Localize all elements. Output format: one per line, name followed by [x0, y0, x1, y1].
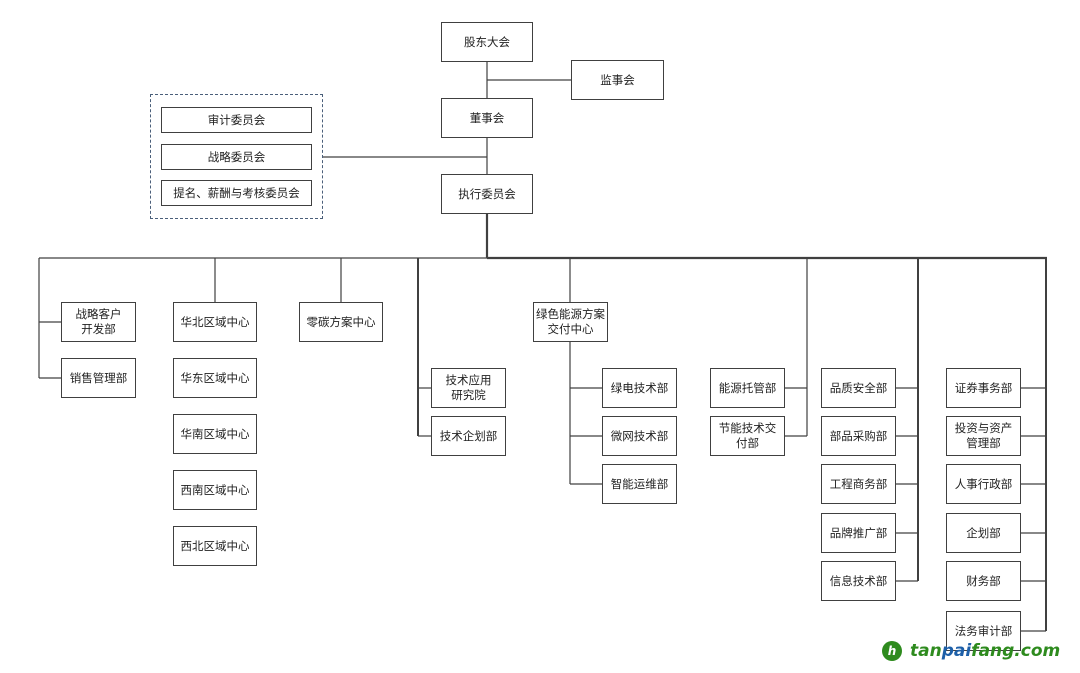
board-committees-group — [150, 94, 323, 219]
node-department: 投资与资产 管理部 — [946, 416, 1021, 456]
node-department: 证券事务部 — [946, 368, 1021, 408]
node-department: 人事行政部 — [946, 464, 1021, 504]
node-department: 法务审计部 — [946, 611, 1021, 651]
node-department: 能源托管部 — [710, 368, 785, 408]
node-center: 绿色能源方案 交付中心 — [533, 302, 608, 342]
node-shareholders-meeting: 股东大会 — [441, 22, 533, 62]
node-department: 工程商务部 — [821, 464, 896, 504]
node-committee: 审计委员会 — [161, 107, 312, 133]
node-department: 智能运维部 — [602, 464, 677, 504]
node-department: 销售管理部 — [61, 358, 136, 398]
node-center: 零碳方案中心 — [299, 302, 383, 342]
node-board-of-directors: 董事会 — [441, 98, 533, 138]
leaf-logo-icon: h — [882, 641, 902, 661]
node-regional-center: 华南区域中心 — [173, 414, 257, 454]
node-board-of-supervisors: 监事会 — [571, 60, 664, 100]
node-department: 绿电技术部 — [602, 368, 677, 408]
node-department: 节能技术交 付部 — [710, 416, 785, 456]
node-department: 部品采购部 — [821, 416, 896, 456]
watermark-text-3: fang.com — [971, 641, 1061, 661]
node-department: 品牌推广部 — [821, 513, 896, 553]
node-department: 企划部 — [946, 513, 1021, 553]
node-committee: 战略委员会 — [161, 144, 312, 170]
node-department: 信息技术部 — [821, 561, 896, 601]
node-department: 财务部 — [946, 561, 1021, 601]
node-department: 品质安全部 — [821, 368, 896, 408]
node-executive-committee: 执行委员会 — [441, 174, 533, 214]
watermark-text-2: pai — [941, 641, 972, 661]
node-regional-center: 西南区域中心 — [173, 470, 257, 510]
node-regional-center: 西北区域中心 — [173, 526, 257, 566]
node-department: 技术企划部 — [431, 416, 506, 456]
node-regional-center: 华东区域中心 — [173, 358, 257, 398]
node-department: 微网技术部 — [602, 416, 677, 456]
node-committee: 提名、薪酬与考核委员会 — [161, 180, 312, 206]
node-department: 战略客户 开发部 — [61, 302, 136, 342]
node-regional-center: 华北区域中心 — [173, 302, 257, 342]
node-department: 技术应用 研究院 — [431, 368, 506, 408]
watermark-text-1: tan — [910, 641, 942, 661]
